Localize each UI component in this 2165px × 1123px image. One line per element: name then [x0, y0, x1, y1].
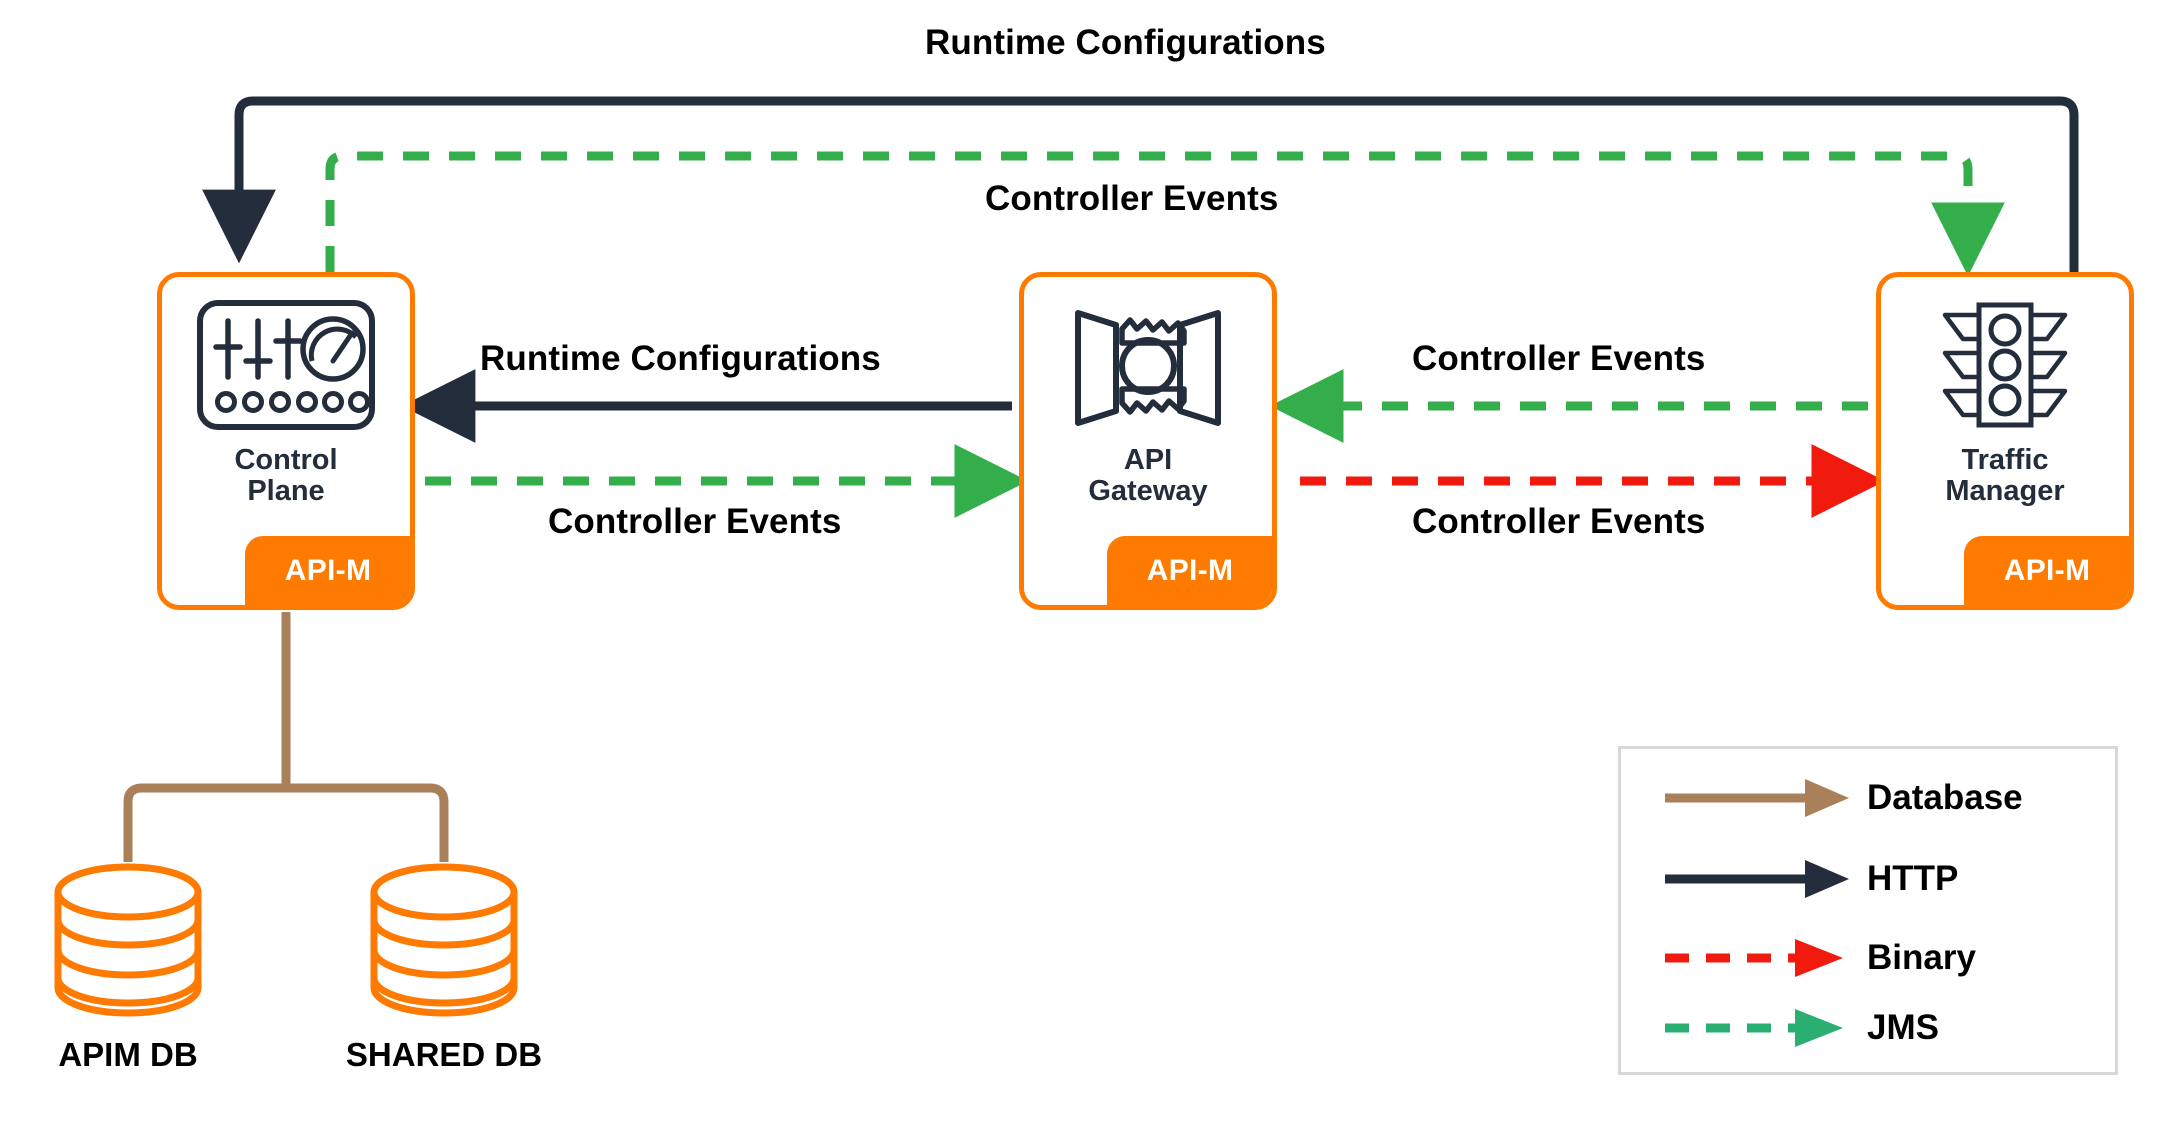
gateway-gear-icon: [1024, 295, 1272, 435]
node-title-line1: Traffic: [1961, 444, 2049, 476]
label-gw-to-cp-http: Runtime Configurations: [480, 339, 881, 378]
legend-label-database: Database: [1867, 778, 2023, 817]
node-control-plane[interactable]: Control Plane API-M: [157, 272, 415, 610]
legend-item-jms: JMS: [1621, 1003, 2115, 1053]
node-api-gateway[interactable]: API Gateway API-M: [1019, 272, 1277, 610]
apim-badge: API-M: [245, 536, 410, 605]
apim-badge: API-M: [1107, 536, 1272, 605]
edge-cp-to-db: [123, 612, 449, 862]
db-label-apim-db: APIM DB: [58, 1036, 198, 1073]
apim-badge: API-M: [1964, 536, 2129, 605]
legend-swatch-binary: [1663, 933, 1853, 983]
legend-swatch-jms: [1663, 1003, 1853, 1053]
db-label-shared-db: SHARED DB: [345, 1036, 543, 1073]
node-title-line2: Plane: [247, 475, 325, 508]
legend-swatch-database: [1663, 773, 1853, 823]
node-title-line2: Gateway: [1088, 475, 1208, 508]
node-control-plane-title: Control Plane: [162, 444, 410, 508]
legend: Database HTTP Binary: [1618, 746, 2118, 1075]
label-runtime-configurations-top: Runtime Configurations: [925, 23, 1326, 62]
node-traffic-manager-title: Traffic Manager: [1881, 444, 2129, 508]
label-controller-events-top: Controller Events: [985, 179, 1279, 218]
legend-item-http: HTTP: [1621, 854, 2115, 904]
node-title-line1: Control: [234, 444, 338, 476]
traffic-light-icon: [1881, 295, 2129, 435]
legend-label-jms: JMS: [1867, 1008, 1939, 1047]
node-traffic-manager[interactable]: Traffic Manager API-M: [1876, 272, 2134, 610]
control-panel-sliders-icon: [162, 295, 410, 435]
label-tm-to-gw-jms: Controller Events: [1412, 339, 1706, 378]
node-api-gateway-title: API Gateway: [1024, 444, 1272, 508]
legend-label-binary: Binary: [1867, 938, 1976, 977]
edge-cp-to-tm-jms: [325, 151, 2005, 277]
label-gw-to-tm-binary: Controller Events: [1412, 502, 1706, 541]
legend-label-http: HTTP: [1867, 859, 1959, 898]
node-title-line1: API: [1123, 444, 1173, 476]
database-cylinder-icon: [54, 863, 202, 1017]
database-cylinder-icon: [370, 863, 518, 1017]
legend-item-binary: Binary: [1621, 933, 2115, 983]
legend-swatch-http: [1663, 854, 1853, 904]
node-title-line2: Manager: [1945, 475, 2065, 508]
legend-item-database: Database: [1621, 773, 2115, 823]
label-cp-to-gw-jms: Controller Events: [548, 502, 842, 541]
edge-tm-to-cp-http: [202, 96, 2079, 272]
